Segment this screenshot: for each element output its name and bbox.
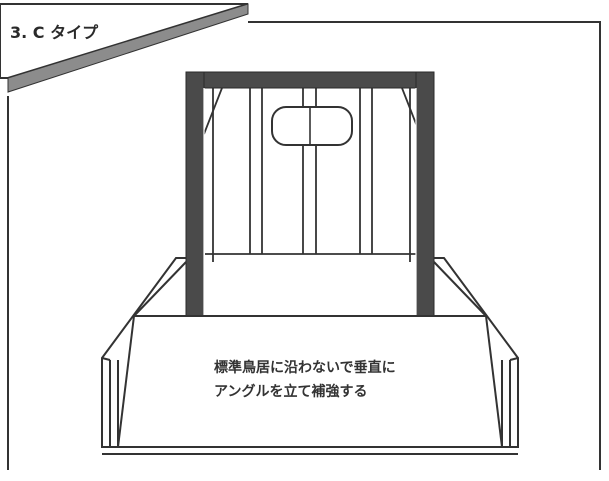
truck-bed — [117, 315, 503, 448]
tailgate — [102, 446, 518, 455]
note-line-1: 標準鳥居に沿わないで垂直に — [214, 359, 396, 376]
note-line-2: アングルを立て補強する — [214, 383, 367, 400]
section-label: 3. C タイプ — [10, 23, 99, 42]
figure-panel-border — [7, 21, 601, 470]
section-tab: 3. C タイプ — [0, 3, 249, 93]
reinforcement-note: 標準鳥居に沿わないで垂直に アングルを立て補強する — [214, 359, 396, 400]
right-side-panel — [433, 257, 519, 448]
left-side-panel — [101, 257, 187, 448]
cab-rear-window — [271, 106, 353, 146]
